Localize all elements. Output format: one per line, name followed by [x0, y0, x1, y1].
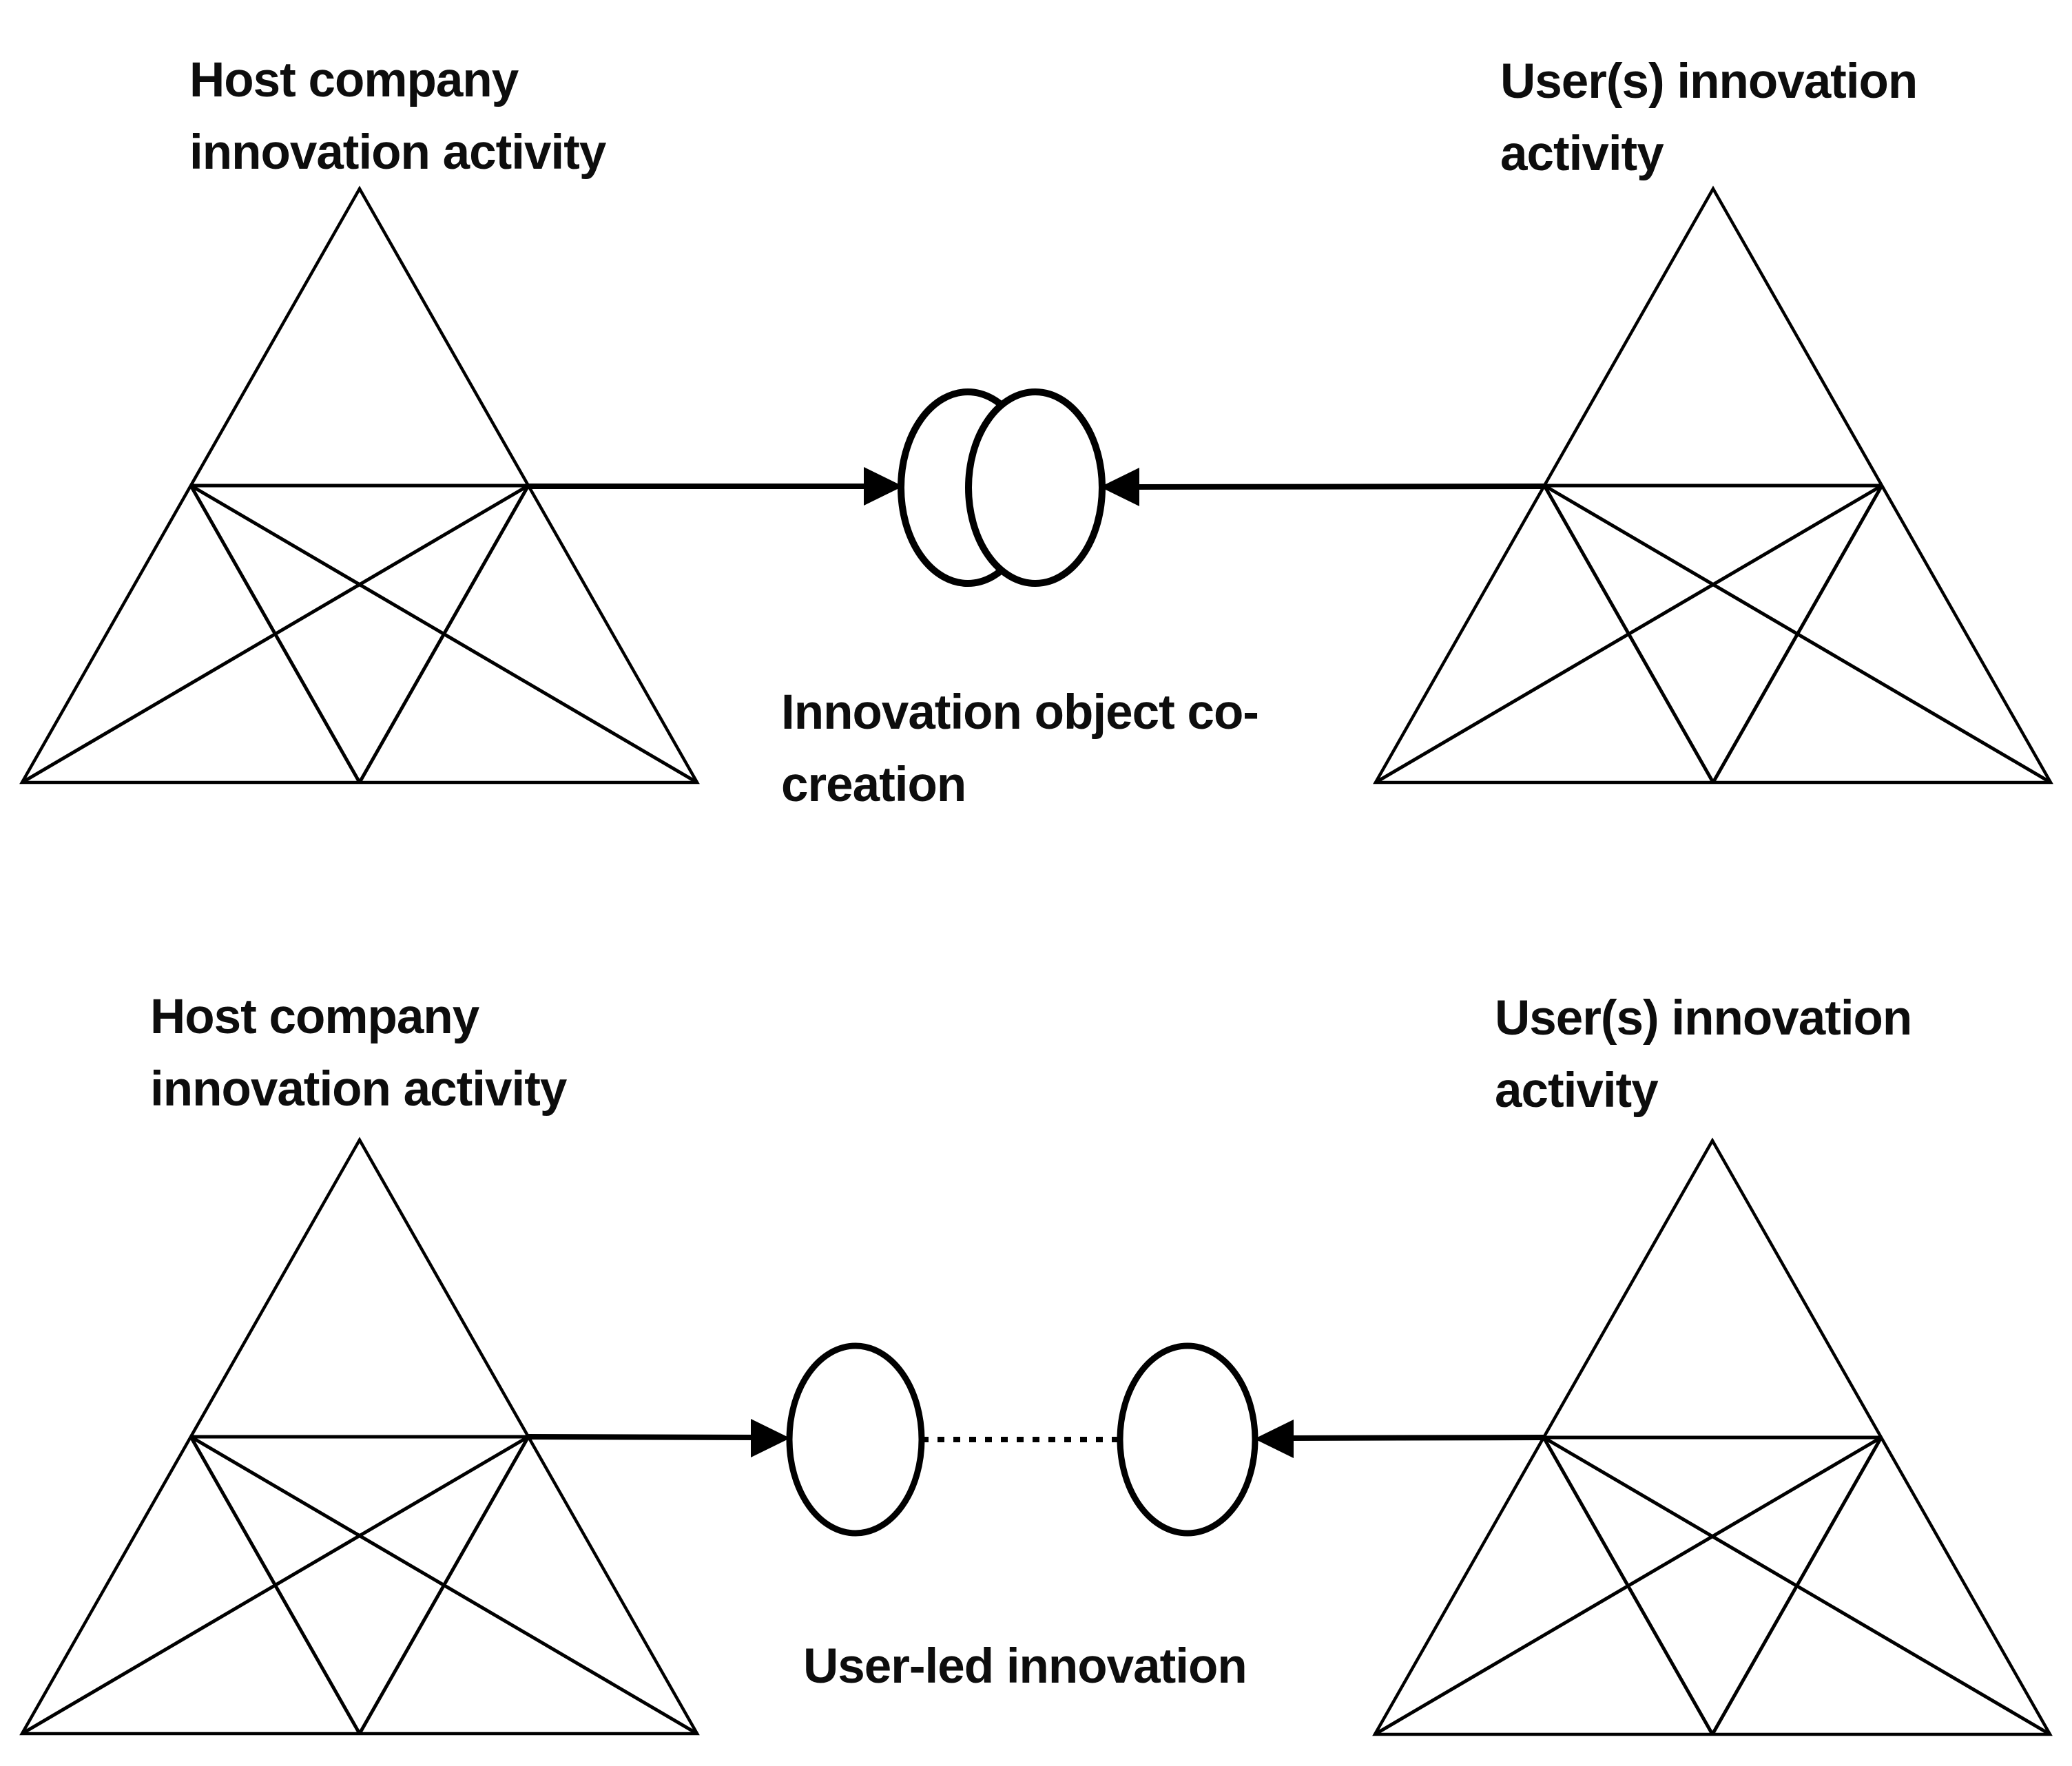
user-led-label-line1: User-led innovation [803, 1639, 1247, 1694]
arrow-line-user-top [1133, 484, 1545, 490]
user-label-bottom-line2: activity [1495, 1063, 1659, 1118]
user-label-top: User(s) innovation activity [1500, 45, 1918, 190]
host-label-top: Host company innovation activity [189, 44, 606, 189]
user-label-bottom-line1: User(s) innovation [1495, 991, 1912, 1046]
user-led-connector [528, 1342, 1544, 1537]
user-object-ellipse-top [965, 388, 1106, 587]
co-creation-connector [528, 388, 1545, 587]
co-creation-label: Innovation object co- creation [781, 676, 1259, 821]
arrowhead-left-icon [1254, 1420, 1294, 1458]
host-label-top-line2: innovation activity [189, 125, 606, 180]
user-led-label: User-led innovation [803, 1630, 1247, 1703]
co-creation-label-line1: Innovation object co- [781, 685, 1259, 740]
user-label-bottom: User(s) innovation activity [1495, 982, 1912, 1127]
host-label-bottom-line1: Host company [150, 990, 479, 1044]
arrowhead-right-icon [864, 467, 903, 506]
host-label-bottom: Host company innovation activity [150, 981, 567, 1125]
arrowhead-right-icon [751, 1419, 790, 1457]
host-label-bottom-line2: innovation activity [150, 1062, 567, 1116]
user-label-top-line1: User(s) innovation [1500, 54, 1918, 109]
host-label-top-line1: Host company [189, 53, 519, 107]
host-object-ellipse-bottom [786, 1342, 925, 1537]
arrow-line-user-bottom [1286, 1435, 1544, 1441]
co-creation-label-line2: creation [781, 758, 966, 812]
arrowhead-left-icon [1100, 468, 1139, 506]
user-object-ellipse-bottom [1117, 1342, 1258, 1537]
user-label-top-line2: activity [1500, 127, 1664, 181]
